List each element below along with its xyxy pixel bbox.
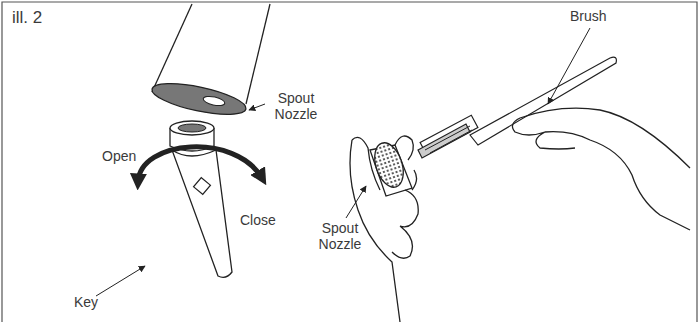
part-label: Close xyxy=(240,212,276,228)
part-label: Spout Nozzle xyxy=(312,220,368,252)
part-label: Key xyxy=(74,294,98,310)
part-label: Open xyxy=(102,148,136,164)
part-label: Spout Nozzle xyxy=(268,90,324,122)
figure-number: ill. 2 xyxy=(12,8,42,28)
part-label: Brush xyxy=(570,8,607,24)
